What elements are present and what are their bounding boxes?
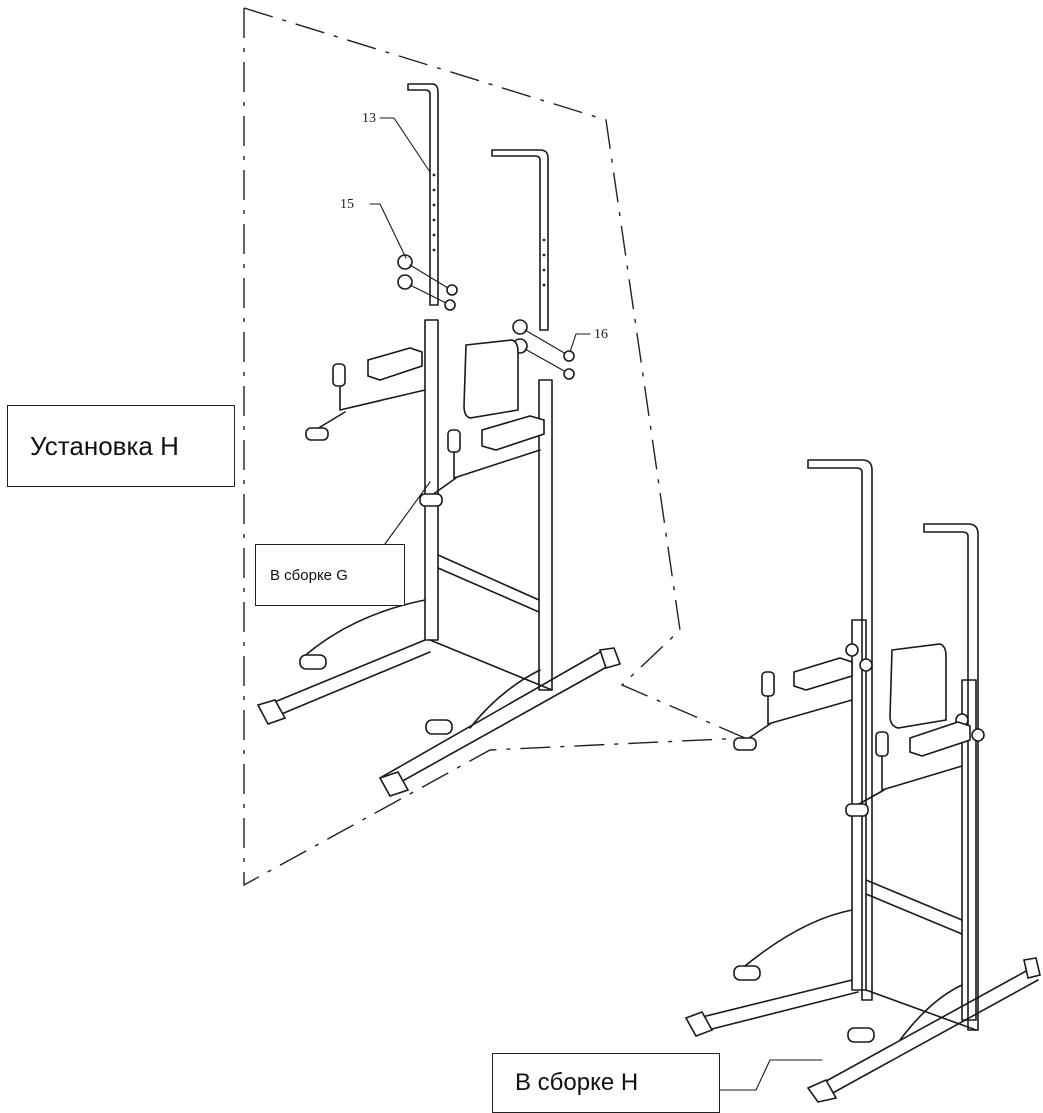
callout-13: 13 — [362, 111, 376, 126]
adjust-holes-right — [542, 238, 546, 287]
knob-bolts-15 — [397, 254, 458, 311]
assembled-g-label: В сборке G — [255, 544, 405, 606]
tower-exploded — [256, 83, 622, 797]
install-h-text: Установка H — [30, 430, 179, 461]
tower-assembled — [684, 459, 1041, 1103]
assembled-g-text: В сборке G — [270, 566, 348, 584]
knob-bolts-16 — [512, 319, 575, 380]
assembled-h-text: В сборке H — [515, 1069, 639, 1096]
leader-lines — [369, 117, 823, 1091]
callout-15: 15 — [340, 197, 354, 212]
install-h-label: Установка H — [7, 405, 235, 487]
assembled-h-label: В сборке H — [492, 1053, 720, 1113]
adjust-holes-left — [432, 173, 436, 252]
exploded-view-frame — [243, 7, 746, 887]
callout-16: 16 — [594, 327, 608, 342]
